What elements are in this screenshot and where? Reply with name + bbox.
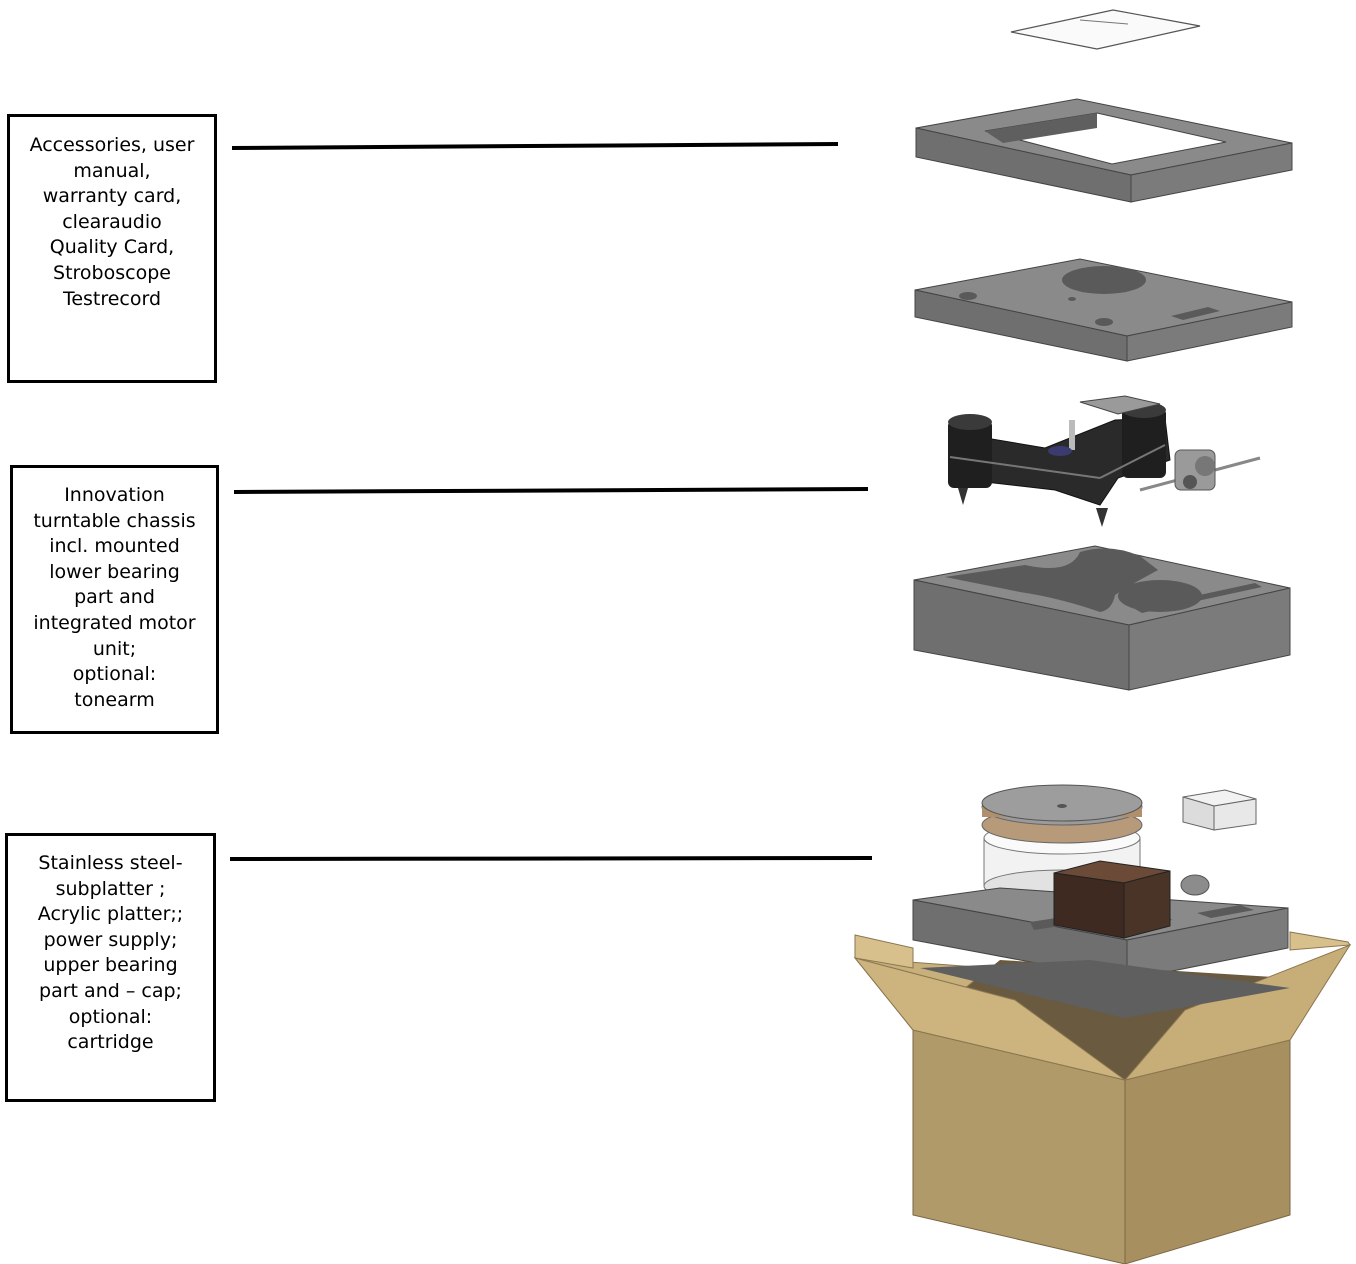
label-line: upper bearing [43,954,178,977]
label-line: part and – cap; [39,979,182,1002]
label-line: manual, [73,159,151,182]
label-line: Stainless steel- [38,852,183,874]
label-line: integrated motor [33,611,196,634]
label-line: turntable chassis [33,509,196,532]
label-line: subplatter ; [55,877,166,900]
label-line: lower bearing [49,560,180,583]
label-line: Acrylic platter;; [37,903,184,926]
label-line: Testrecord [62,287,162,310]
label-box-accessories: Accessories, user manual, warranty card,cl… [7,114,217,383]
label-line: tonearm [74,688,155,711]
paper-card [1010,9,1201,50]
label-line: Quality Card, [49,236,175,259]
accessory-box [1182,789,1257,831]
label-line: warranty card, [42,185,182,208]
label-line: cartridge [67,1031,154,1054]
label-line: incl. mounted [49,535,180,558]
foam-plate [914,258,1293,362]
turntable-chassis [948,395,1261,527]
label-line: unit; [92,637,137,660]
label-line: Accessories, user [29,134,195,156]
leader-line-chassis [233,487,869,494]
label-line: optional: [68,1005,153,1028]
cardboard-box [853,931,1352,1264]
leader-line-accessories [231,142,839,150]
label-box-platter: Stainless steel-subplatter ; Acrylic plat… [5,833,216,1102]
foam-tray [913,545,1291,691]
label-line: Stroboscope [53,261,171,284]
label-line: clearaudio [62,210,162,233]
leader-line-platter [229,856,873,861]
foam-frame [915,98,1293,203]
label-line: optional: [72,663,157,686]
label-line: Innovation [64,484,165,506]
label-line: part and [74,586,155,609]
label-box-chassis: Innovation turntable chassis incl. mounted… [10,465,219,734]
tonearm [1139,449,1261,492]
label-line: power supply; [43,928,178,951]
power-supply-block [1053,860,1210,939]
